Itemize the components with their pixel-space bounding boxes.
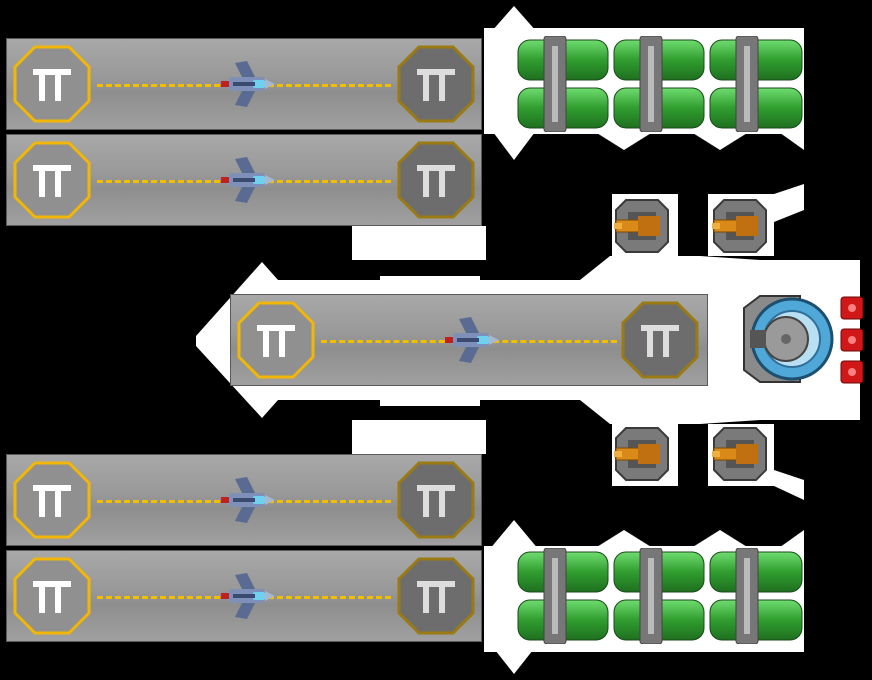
fighter-icon[interactable] xyxy=(213,467,277,533)
fighter-icon[interactable] xyxy=(213,147,277,213)
fighter-icon[interactable] xyxy=(437,307,501,373)
launch-pad-inactive-icon xyxy=(621,301,699,379)
fuel-tanks-bottom[interactable] xyxy=(516,548,806,644)
fuel-tank-icon xyxy=(517,36,803,132)
turret-icon[interactable] xyxy=(712,198,768,254)
hangar-bay-1[interactable] xyxy=(6,38,482,130)
turret-icon[interactable] xyxy=(614,198,670,254)
hangar-bay-2[interactable] xyxy=(6,134,482,226)
hangar-bay-3[interactable] xyxy=(6,454,482,546)
fuel-tanks-top[interactable] xyxy=(516,36,806,132)
launch-pad-inactive-icon xyxy=(397,141,475,219)
hangar-bay-center[interactable] xyxy=(230,294,708,386)
turret-icon[interactable] xyxy=(614,426,670,482)
launch-pad-inactive-icon xyxy=(397,461,475,539)
launch-pad-active-icon xyxy=(13,461,91,539)
fuel-tank-icon xyxy=(517,548,803,644)
hangar-bay-4[interactable] xyxy=(6,550,482,642)
launch-pad-active-icon xyxy=(237,301,315,379)
launch-pad-inactive-icon xyxy=(397,557,475,635)
turret-icon[interactable] xyxy=(712,426,768,482)
fighter-icon[interactable] xyxy=(213,563,277,629)
launch-pad-active-icon xyxy=(13,45,91,123)
reactor-core-icon[interactable] xyxy=(740,294,836,384)
launch-pad-active-icon xyxy=(13,557,91,635)
power-cell-icon xyxy=(840,328,864,352)
power-cell-icon xyxy=(840,360,864,384)
launch-pad-inactive-icon xyxy=(397,45,475,123)
launch-pad-active-icon xyxy=(13,141,91,219)
power-cell-icon xyxy=(840,296,864,320)
fighter-icon[interactable] xyxy=(213,51,277,117)
